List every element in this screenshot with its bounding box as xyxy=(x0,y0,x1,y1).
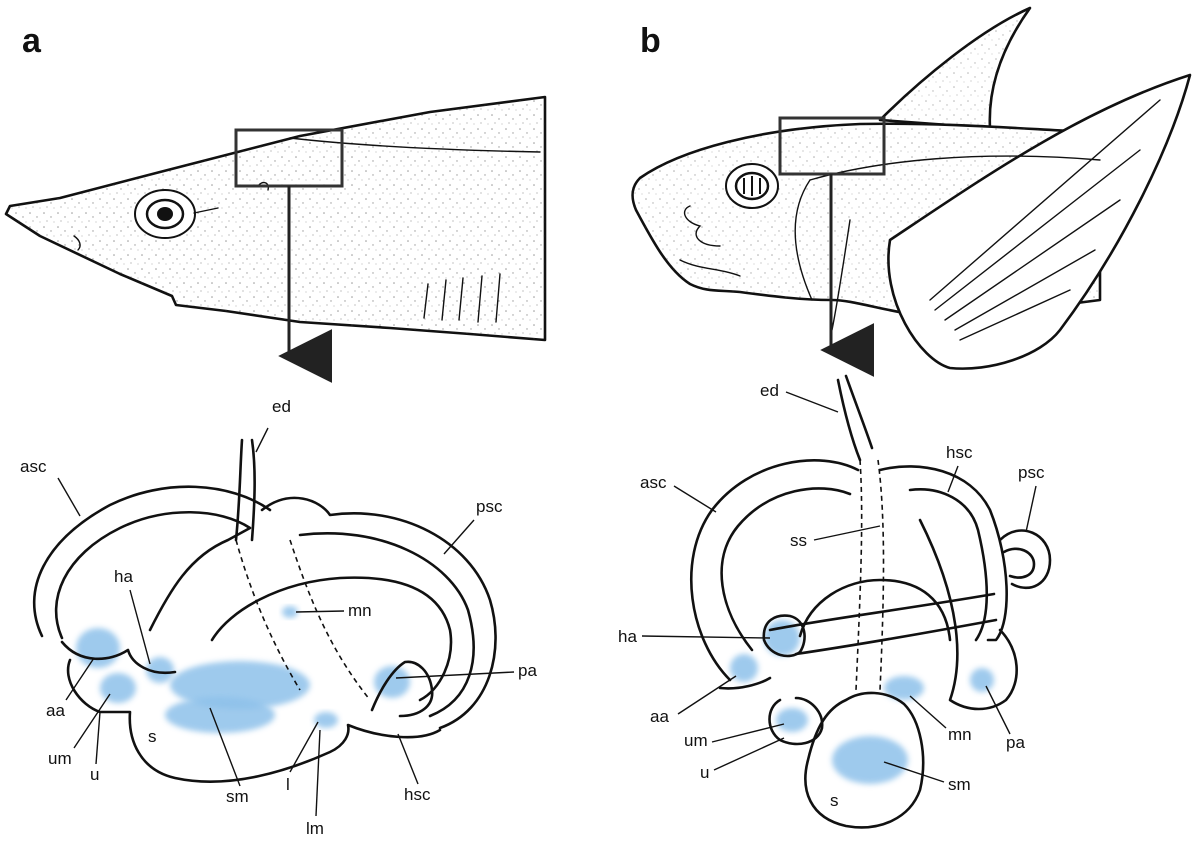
panel-b-ha-ampulla xyxy=(762,614,806,658)
panel-b-gill-cover xyxy=(794,179,813,301)
panel-a-label-ed: ed xyxy=(272,397,291,416)
panel-b-label-ed: ed xyxy=(760,381,779,400)
panel-a-pa-macula xyxy=(374,666,410,698)
panel-a-um-macula xyxy=(100,673,136,703)
panel-b-gill-edge xyxy=(831,219,851,331)
panel-a-shark-head xyxy=(4,95,547,383)
panel-b-sm-macula xyxy=(832,736,908,784)
panel-b-pa-macula xyxy=(970,668,994,692)
panel-b-utricle xyxy=(768,696,824,746)
panel-b-mouth xyxy=(679,259,741,277)
panel-a-label-asc: asc xyxy=(20,457,47,476)
panel-a-label-mn: mn xyxy=(348,601,372,620)
panel-b-label-mn: mn xyxy=(948,725,972,744)
panel-a-label-s: s xyxy=(148,727,157,746)
panel-b-label-um: um xyxy=(684,731,708,750)
panel-b-snout-fold xyxy=(683,205,721,247)
panel-b-label-asc: asc xyxy=(640,473,667,492)
panel-b-pectoral-fin xyxy=(887,73,1192,370)
panel-b-um-macula xyxy=(776,708,808,732)
panel-a-inner-ear xyxy=(32,438,497,783)
panel-b-letter: b xyxy=(640,22,661,60)
panel-a-label-u: u xyxy=(90,765,99,784)
panel-a-eye xyxy=(134,189,219,239)
panel-b-eye xyxy=(725,163,779,209)
panel-a-label-pa: pa xyxy=(518,661,537,680)
panel-a-labels: ed asc psc ha mn pa aa um u s sm l lm xyxy=(20,397,537,838)
panel-a-gill-slits xyxy=(423,273,501,323)
panel-a-letter: a xyxy=(22,22,42,60)
panel-b-label-pa: pa xyxy=(1006,733,1025,752)
panel-a-mn-macula xyxy=(282,606,298,618)
panel-b-label-sm: sm xyxy=(948,775,971,794)
panel-b-mn-macula xyxy=(884,676,924,700)
panel-b-inner-ear xyxy=(689,374,1052,829)
panel-b-label-u: u xyxy=(700,763,709,782)
panel-b-label-ss: ss xyxy=(790,531,807,550)
panel-a-lm-macula xyxy=(314,712,338,728)
panel-a-ha-macula xyxy=(146,657,174,683)
panel-a-label-aa: aa xyxy=(46,701,65,720)
panel-b-horizontal-canal xyxy=(878,465,1008,642)
panel-a-aa-macula xyxy=(76,628,120,668)
panel-a-posterior-canal xyxy=(260,496,497,730)
panel-a-vestibule xyxy=(66,658,442,783)
panel-a-endolymphatic-duct xyxy=(234,438,244,542)
panel-a-label-ha: ha xyxy=(114,567,133,586)
panel-b-label-hsc: hsc xyxy=(946,443,973,462)
panel-a-lateral-line xyxy=(289,137,541,153)
panel-a-sm-macula-2 xyxy=(165,697,275,733)
panel-b-labels: ed asc hsc psc ss ha aa um u mn pa sm s xyxy=(618,381,1045,810)
panel-a-anterior-canal xyxy=(32,485,272,638)
panel-a-label-um: um xyxy=(48,749,72,768)
panel-b-label-ha: ha xyxy=(618,627,637,646)
panel-b-saccule xyxy=(804,691,925,829)
panel-a-sm-macula xyxy=(170,661,310,709)
panel-a-skin-texture xyxy=(6,97,545,340)
panel-a-label-hsc: hsc xyxy=(404,785,431,804)
panel-a-label-lm: lm xyxy=(306,819,324,838)
panel-a-label-sm: sm xyxy=(226,787,249,806)
panel-b-label-aa: aa xyxy=(650,707,669,726)
panel-a-nostril xyxy=(73,235,81,251)
panel-b-endolymphatic-duct xyxy=(836,378,862,462)
panel-a: a xyxy=(4,22,547,838)
panel-b: b xyxy=(618,6,1192,829)
panel-a-label-psc: psc xyxy=(476,497,503,516)
panel-b-label-s: s xyxy=(830,791,839,810)
panel-b-posterior-canal xyxy=(998,529,1052,590)
panel-b-fin-rays xyxy=(929,99,1161,341)
panel-b-aa-macula xyxy=(730,654,758,682)
panel-a-label-l: l xyxy=(286,775,290,794)
panel-b-label-psc: psc xyxy=(1018,463,1045,482)
panel-b-fish-head xyxy=(631,6,1192,377)
